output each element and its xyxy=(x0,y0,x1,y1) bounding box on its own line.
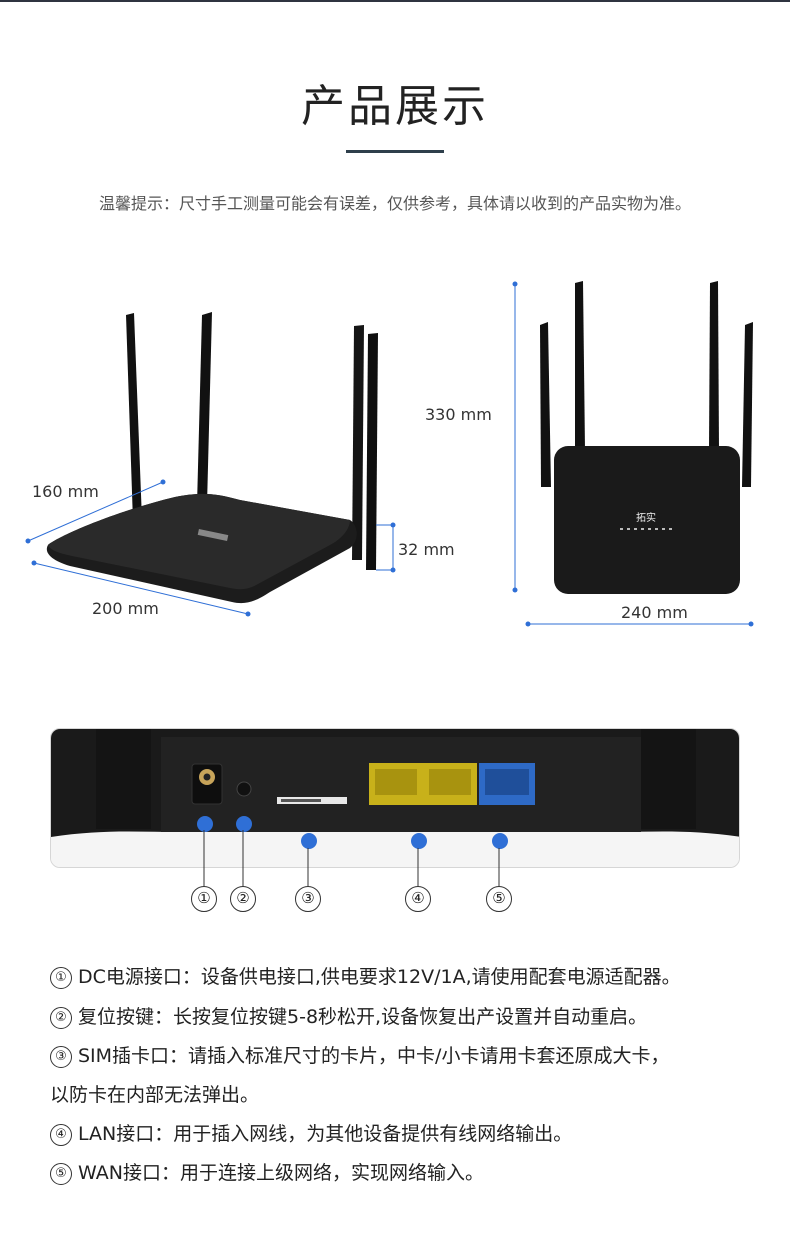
port-description-3: ③ SIM插卡口：请插入标准尺寸的卡片，中卡/小卡请用卡套还原成大卡， xyxy=(50,1037,760,1076)
router-perspective-image xyxy=(25,312,396,617)
depth-dimension-label: 160 mm xyxy=(32,482,99,501)
port-marker-2: ② xyxy=(230,886,256,912)
description-number: ③ xyxy=(50,1046,72,1068)
description-number: ① xyxy=(50,967,72,989)
rear-port-panel xyxy=(50,728,740,868)
port-description-3-continued: 以防卡在内部无法弹出。 xyxy=(50,1076,760,1115)
description-text: DC电源接口：设备供电接口,供电要求12V/1A,请使用配套电源适配器。 xyxy=(78,966,681,988)
height-body-dimension-label: 32 mm xyxy=(398,540,455,559)
measurement-tip: 温馨提示：尺寸手工测量可能会有误差，仅供参考，具体请以收到的产品实物为准。 xyxy=(98,194,691,213)
description-text: LAN接口：用于插入网线，为其他设备提供有线网络输出。 xyxy=(78,1123,573,1145)
page-title: 产品展示 xyxy=(301,81,489,132)
top-border xyxy=(0,0,790,2)
brand-logo: 拓实 xyxy=(636,511,656,524)
title-underline xyxy=(346,150,444,153)
description-text: 以防卡在内部无法弹出。 xyxy=(50,1084,260,1106)
port-description-2: ② 复位按键：长按复位按键5-8秒松开,设备恢复出产设置并自动重启。 xyxy=(50,998,760,1037)
router-front-image: 拓实 xyxy=(512,281,754,627)
description-number: ④ xyxy=(50,1124,72,1146)
port-marker-5: ⑤ xyxy=(486,886,512,912)
description-number: ⑤ xyxy=(50,1163,72,1185)
description-text: WAN接口：用于连接上级网络，实现网络输入。 xyxy=(78,1162,484,1184)
port-marker-1: ① xyxy=(191,886,217,912)
height-total-dimension-label: 330 mm xyxy=(425,405,492,424)
description-number: ② xyxy=(50,1007,72,1029)
rear-panel-image xyxy=(51,729,739,867)
port-description-4: ④ LAN接口：用于插入网线，为其他设备提供有线网络输出。 xyxy=(50,1115,760,1154)
width-side-dimension-label: 200 mm xyxy=(92,599,159,618)
description-text: SIM插卡口：请插入标准尺寸的卡片，中卡/小卡请用卡套还原成大卡， xyxy=(78,1045,670,1067)
description-text: 复位按键：长按复位按键5-8秒松开,设备恢复出产设置并自动重启。 xyxy=(78,1006,648,1028)
port-description-5: ⑤ WAN接口：用于连接上级网络，实现网络输入。 xyxy=(50,1154,760,1193)
port-marker-3: ③ xyxy=(295,886,321,912)
width-front-dimension-label: 240 mm xyxy=(621,603,688,622)
port-marker-4: ④ xyxy=(405,886,431,912)
router-illustrations: 拓实 xyxy=(25,281,754,627)
port-description-1: ① DC电源接口：设备供电接口,供电要求12V/1A,请使用配套电源适配器。 xyxy=(50,958,760,997)
